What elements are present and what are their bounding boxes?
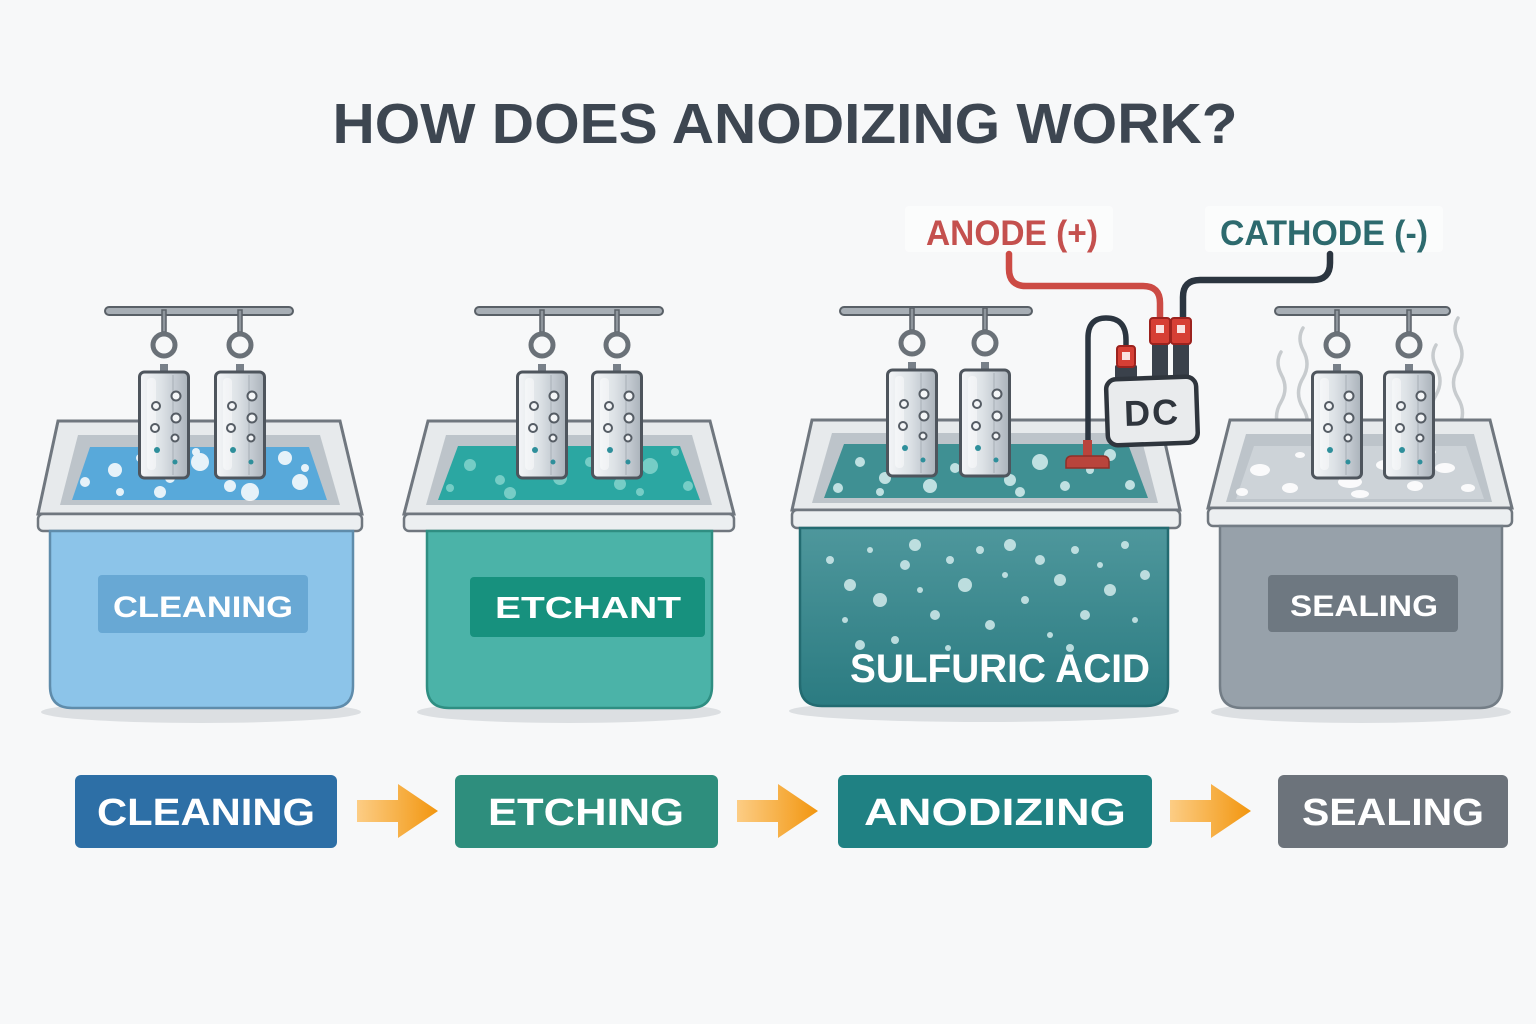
connector-pin xyxy=(1156,325,1164,333)
cathode-label-bg xyxy=(1205,206,1443,252)
hanging-metal-part xyxy=(140,310,189,478)
tank-rim-front xyxy=(1206,506,1514,528)
flow-step-sealing xyxy=(1278,775,1508,848)
tank-etchant: ETCHANT xyxy=(402,306,736,723)
flow-step-etching xyxy=(455,775,718,848)
electrode-base xyxy=(1065,455,1110,469)
hanging-metal-part xyxy=(1385,310,1434,478)
flow-step-label: ETCHING xyxy=(488,792,684,834)
hanger-bar xyxy=(1274,306,1451,316)
flow-step-label: ANODIZING xyxy=(864,792,1126,834)
tank-label-band xyxy=(470,577,705,637)
dc-power-supply-label: DC xyxy=(1123,391,1180,434)
flow-arrow-icon xyxy=(737,784,818,838)
tank-label: SEALING xyxy=(1290,590,1438,623)
tank-cleaning: CLEANING xyxy=(36,306,364,723)
tank-label: CLEANING xyxy=(113,591,293,624)
connector-pin xyxy=(1177,325,1185,333)
cathode-label: CATHODE (-) xyxy=(1220,214,1428,253)
electrical-circuit: ANODE (+) CATHODE (-) DC xyxy=(905,206,1443,469)
acid-bubbles xyxy=(826,539,1150,652)
tank-label-band xyxy=(1268,575,1458,632)
hanger-bar xyxy=(474,306,664,316)
hanging-metal-part xyxy=(518,310,567,478)
tank-label: ETCHANT xyxy=(495,590,681,625)
dc-power-supply xyxy=(1103,374,1200,448)
flow-arrow-icon xyxy=(1170,784,1251,838)
cathode-wire xyxy=(1179,250,1334,324)
liquid-bubbles xyxy=(833,448,1135,497)
hanging-metal-part xyxy=(216,310,265,478)
liquid-bubbles xyxy=(1236,449,1475,498)
hanging-metal-part xyxy=(1313,310,1362,478)
tank-label: SULFURIC ACID xyxy=(850,647,1150,691)
anode-label: ANODE (+) xyxy=(926,214,1098,253)
electrode-cable xyxy=(1085,315,1129,447)
flow-step-anodizing xyxy=(838,775,1152,848)
flow-step-label: CLEANING xyxy=(97,792,315,834)
flow-arrow-icon xyxy=(357,784,438,838)
connector-pin xyxy=(1122,352,1130,360)
electrode-stem xyxy=(1083,440,1092,456)
hanger-bar xyxy=(839,306,1033,316)
flow-step-cleaning xyxy=(75,775,337,848)
page-title: HOW DOES ANODIZING WORK? xyxy=(333,92,1238,156)
tank-body xyxy=(798,526,1170,708)
dc-terminal-post xyxy=(1152,344,1168,380)
tank-sealing: SEALING xyxy=(1206,306,1514,723)
hanger-bar xyxy=(104,306,294,316)
hanging-metal-part xyxy=(593,310,642,478)
tank-label-band xyxy=(98,575,308,633)
hanging-metal-part xyxy=(961,308,1010,476)
tank-rim-front xyxy=(402,512,736,533)
tank-rim-front xyxy=(36,512,364,533)
hanging-metal-part xyxy=(888,308,937,476)
anode-wire xyxy=(1005,250,1164,324)
tank-liquid xyxy=(438,446,700,500)
dc-terminal-post xyxy=(1173,344,1189,380)
steam-icon xyxy=(1451,316,1465,430)
tank-rim-front xyxy=(790,508,1182,530)
dc-terminal-post xyxy=(1115,365,1137,380)
flow-step-label: SEALING xyxy=(1302,792,1484,834)
anode-label-bg xyxy=(905,206,1113,252)
process-flow: CLEANING ETCHING ANODIZING SEALING xyxy=(75,775,1508,848)
